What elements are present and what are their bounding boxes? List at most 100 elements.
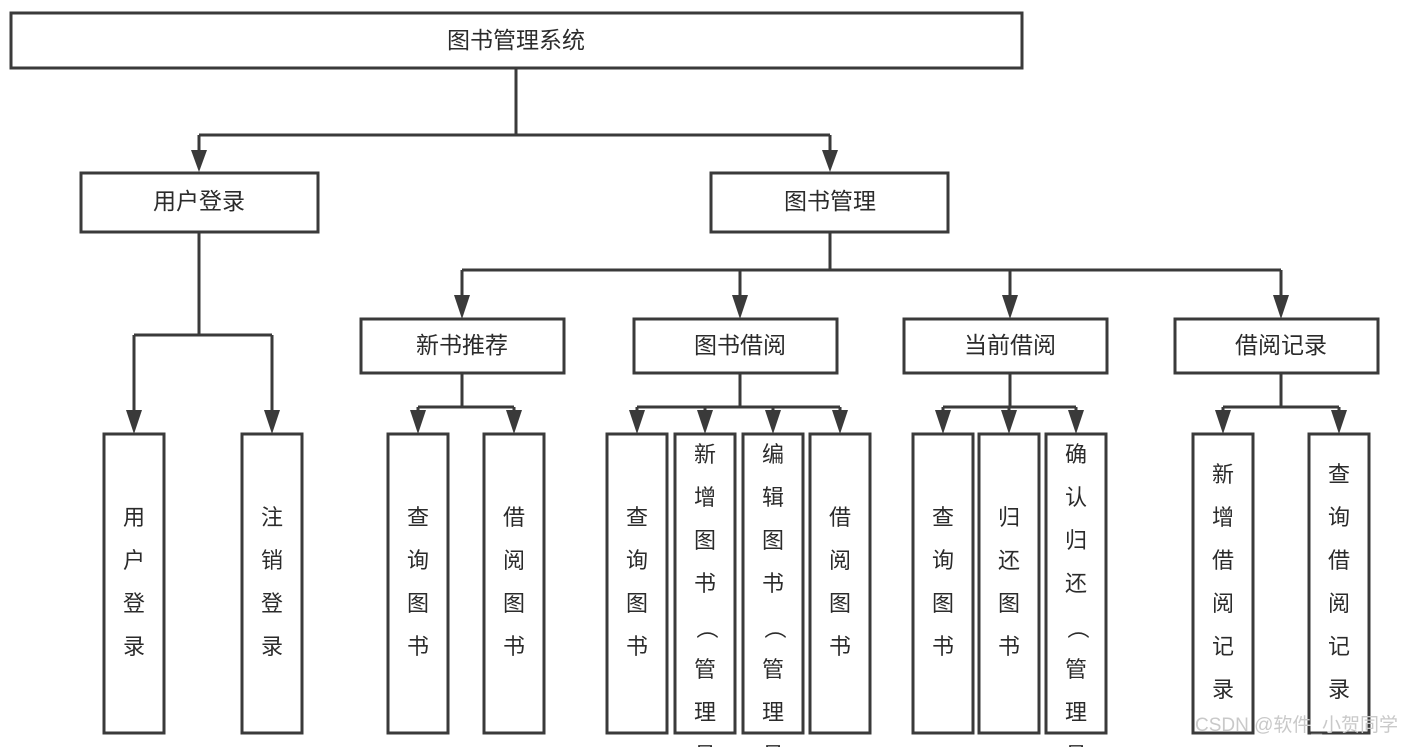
vertical-char: 确 xyxy=(1065,442,1087,467)
vertical-char: 图 xyxy=(932,591,954,616)
arrow-leaf-borrow-book-1 xyxy=(506,410,522,434)
vertical-char: 图 xyxy=(694,528,716,553)
arrow-current-borrow xyxy=(1002,295,1018,319)
vertical-char: 书 xyxy=(626,634,648,659)
node-leaf-add-book-box[interactable] xyxy=(673,432,737,735)
vertical-char: 询 xyxy=(626,548,648,573)
vertical-char: 销 xyxy=(261,548,283,573)
vertical-char: 阅 xyxy=(829,548,851,573)
node-root-label: 图书管理系统 xyxy=(447,27,585,53)
node-current-borrow[interactable]: 当前借阅 xyxy=(902,317,1109,375)
vertical-char: 理 xyxy=(694,700,716,725)
vertical-char: 书 xyxy=(762,571,784,596)
node-book-manage-label: 图书管理 xyxy=(784,188,876,214)
vertical-char: 编 xyxy=(762,442,784,467)
vertical-char: 辑 xyxy=(762,485,784,510)
node-leaf-edit-book-box[interactable] xyxy=(741,432,805,735)
vertical-char: 录 xyxy=(261,634,283,659)
vertical-char: 员 xyxy=(762,743,784,747)
vertical-char: 图 xyxy=(503,591,525,616)
vertical-char: 图 xyxy=(762,528,784,553)
node-current-borrow-label: 当前借阅 xyxy=(964,332,1056,358)
leaf-nodes xyxy=(102,432,1371,735)
vertical-char: 图 xyxy=(407,591,429,616)
node-leaf-query-record-box[interactable] xyxy=(1307,432,1371,735)
node-leaf-return-book-box[interactable] xyxy=(977,432,1041,735)
csdn-watermark: CSDN @软件_小贺同学 xyxy=(1195,714,1398,736)
vertical-char: 询 xyxy=(1328,505,1350,530)
arrow-leaf-query-record xyxy=(1331,410,1347,434)
node-leaf-query-book-1-box[interactable] xyxy=(386,432,450,735)
vertical-char: 图 xyxy=(998,591,1020,616)
node-user-login-box[interactable] xyxy=(79,171,320,234)
vertical-char: 户 xyxy=(123,548,145,573)
vertical-char: 录 xyxy=(1328,677,1350,702)
node-current-borrow-box[interactable] xyxy=(902,317,1109,375)
node-leaf-borrow-book-2-box[interactable] xyxy=(808,432,872,735)
vertical-char: 记 xyxy=(1328,634,1350,659)
connectors xyxy=(126,68,1347,434)
vertical-char: 图 xyxy=(829,591,851,616)
node-new-book-recommend-label: 新书推荐 xyxy=(416,332,508,358)
vertical-char: 阅 xyxy=(503,548,525,573)
node-leaf-borrow-book-1-box[interactable] xyxy=(482,432,546,735)
vertical-char: 书 xyxy=(694,571,716,596)
vertical-char: 管 xyxy=(694,657,716,682)
vertical-char: 查 xyxy=(407,505,429,530)
vertical-char: 登 xyxy=(123,591,145,616)
vertical-char: 还 xyxy=(998,548,1020,573)
arrow-book-manage xyxy=(822,150,838,172)
node-borrow-record-box[interactable] xyxy=(1173,317,1380,375)
node-leaf-query-book-2-box[interactable] xyxy=(605,432,669,735)
vertical-char: （ xyxy=(694,617,719,639)
vertical-char: 借 xyxy=(829,505,851,530)
node-user-login-label: 用户登录 xyxy=(153,188,245,214)
vertical-char: 理 xyxy=(1065,700,1087,725)
node-book-borrow[interactable]: 图书借阅 xyxy=(632,317,839,375)
node-new-book-recommend[interactable]: 新书推荐 xyxy=(359,317,566,375)
vertical-char: 图 xyxy=(626,591,648,616)
node-leaf-user-logout-box[interactable] xyxy=(240,432,304,735)
arrow-leaf-confirm-return xyxy=(1068,410,1084,434)
vertical-char: 用 xyxy=(123,505,145,530)
node-leaf-add-record-box[interactable] xyxy=(1191,432,1255,735)
node-leaf-user-login-box[interactable] xyxy=(102,432,166,735)
vertical-char: 认 xyxy=(1065,485,1087,510)
node-borrow-record-label: 借阅记录 xyxy=(1235,332,1327,358)
node-borrow-record[interactable]: 借阅记录 xyxy=(1173,317,1380,375)
vertical-char: 查 xyxy=(932,505,954,530)
vertical-char: 阅 xyxy=(1212,591,1234,616)
node-user-login[interactable]: 用户登录 xyxy=(79,171,320,234)
arrow-leaf-query-book-2 xyxy=(629,410,645,434)
node-leaf-confirm-return-box[interactable] xyxy=(1044,432,1108,735)
vertical-char: 查 xyxy=(1328,462,1350,487)
node-root-box[interactable] xyxy=(9,11,1024,70)
node-root[interactable]: 图书管理系统 xyxy=(9,11,1024,70)
vertical-char: 书 xyxy=(932,634,954,659)
vertical-char: 询 xyxy=(932,548,954,573)
vertical-char: 借 xyxy=(1328,548,1350,573)
vertical-char: 管 xyxy=(1065,657,1087,682)
vertical-char: 增 xyxy=(1212,505,1234,530)
vertical-char: 书 xyxy=(829,634,851,659)
node-book-manage-box[interactable] xyxy=(709,171,950,234)
vertical-char: 增 xyxy=(694,485,716,510)
arrow-leaf-user-logout xyxy=(264,410,280,434)
node-book-manage[interactable]: 图书管理 xyxy=(709,171,950,234)
vertical-char: 新 xyxy=(694,442,716,467)
arrow-leaf-user-login xyxy=(126,410,142,434)
node-new-book-recommend-box[interactable] xyxy=(359,317,566,375)
node-book-borrow-box[interactable] xyxy=(632,317,839,375)
vertical-char: 管 xyxy=(762,657,784,682)
vertical-char: 员 xyxy=(1065,743,1087,747)
node-leaf-query-book-3-box[interactable] xyxy=(911,432,975,735)
